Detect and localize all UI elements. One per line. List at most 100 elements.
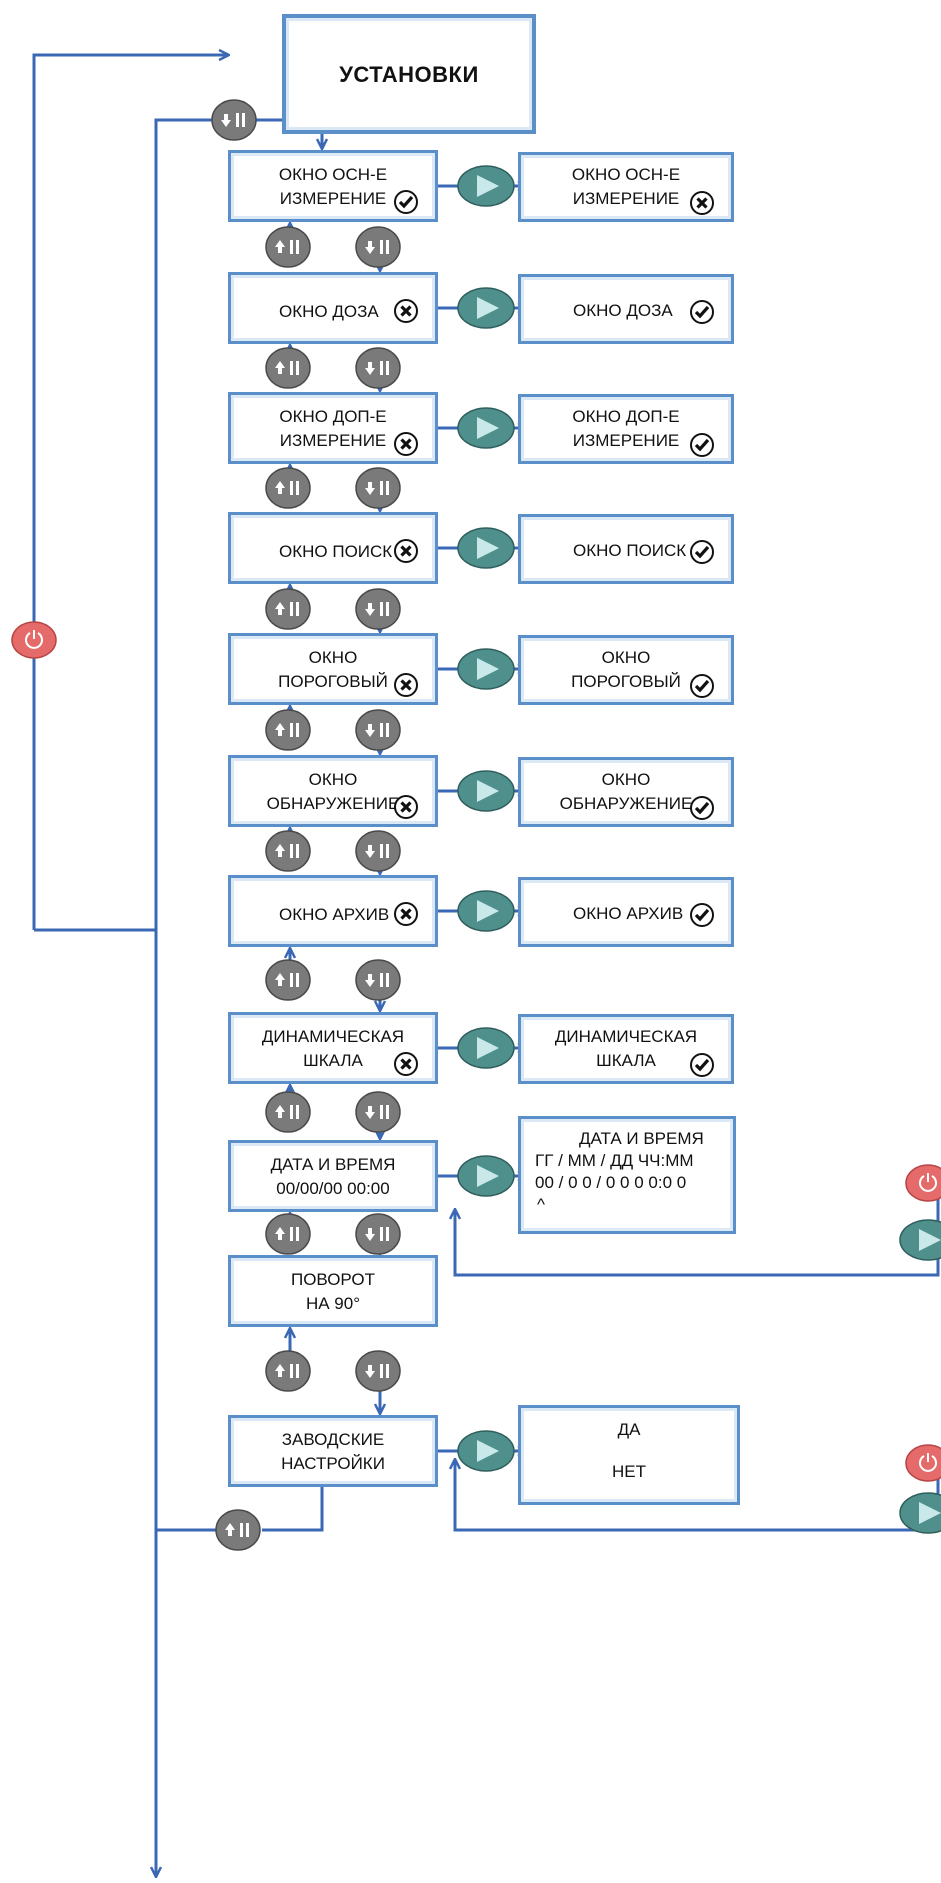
next-button-arhiv[interactable] (457, 890, 515, 932)
right-box-dop-izmerenie-line-1: ОКНО ДОП-Е (572, 407, 680, 426)
down-button-data-vremya[interactable] (355, 1213, 401, 1255)
checkmark-icon (394, 190, 418, 214)
play-triangle-icon (919, 1502, 941, 1524)
next-button-dop-izmerenie[interactable] (457, 407, 515, 449)
right-box-poisk-line-1: ОКНО ПОИСК (573, 541, 687, 560)
up-button-obnaruzhenie[interactable] (265, 830, 311, 872)
up-button-poisk[interactable] (265, 588, 311, 630)
down-button-dop-izmerenie[interactable] (355, 467, 401, 509)
up-button-dinamicheskaya-shkala[interactable] (265, 1091, 311, 1133)
right-box-data-vremya-line-4: ^ (537, 1195, 545, 1214)
up-button-doza[interactable] (265, 347, 311, 389)
up-arrow-pause-icon (275, 1227, 299, 1241)
down-arrow-pause-icon (221, 113, 245, 127)
cross-icon (394, 1052, 418, 1076)
left-box-zavodskie-line-1: ЗАВОДСКИЕ (281, 1430, 385, 1449)
up-button-dop-izmerenie[interactable] (265, 467, 311, 509)
next-button-data-vremya[interactable] (457, 1155, 515, 1197)
left-box-data-vremya-line-1: ДАТА И ВРЕМЯ (270, 1155, 396, 1174)
right-box-obnaruzhenie-line-2: ОБНАРУЖЕНИЕ (559, 794, 693, 813)
right-box-arhiv-line-1: ОКНО АРХИВ (573, 904, 684, 923)
down-button-porogovyi[interactable] (355, 709, 401, 751)
cross-icon (394, 902, 418, 926)
right-box-dop-izmerenie-line-2: ИЗМЕРЕНИЕ (572, 431, 680, 450)
cross-icon (394, 795, 418, 819)
down-button-osn-izmerenie[interactable] (355, 226, 401, 268)
left-box-doza-line-1: ОКНО ДОЗА (279, 302, 379, 321)
up-arrow-pause-icon (275, 361, 299, 375)
play-triangle-icon (477, 658, 499, 680)
next-button-datetime[interactable] (899, 1219, 941, 1261)
next-button-poisk[interactable] (457, 527, 515, 569)
right-box-zavodskie-line-1: ДА (617, 1420, 641, 1439)
up-arrow-pause-icon (275, 602, 299, 616)
down-button-arhiv[interactable] (355, 959, 401, 1001)
settings-title-box: УСТАНОВКИ (282, 14, 536, 134)
right-box-zavodskie: ДА НЕТ (518, 1405, 740, 1505)
right-box-doza-line-1: ОКНО ДОЗА (573, 301, 673, 320)
next-button-osn-izmerenie[interactable] (457, 165, 515, 207)
left-box-porogovyi-line-1: ОКНО (308, 648, 358, 667)
factory-up-link (262, 1487, 324, 1532)
power-button-factory[interactable] (905, 1444, 941, 1482)
left-box-data-vremya: ДАТА И ВРЕМЯ 00/00/00 00:00 (228, 1140, 438, 1212)
power-button-datetime[interactable] (905, 1164, 941, 1202)
left-box-data-vremya-line-2: 00/00/00 00:00 (276, 1179, 390, 1198)
down-arrow-pause-icon (365, 1105, 389, 1119)
next-button-porogovyi[interactable] (457, 648, 515, 690)
up-arrow-pause-icon (275, 481, 299, 495)
up-button-povorot[interactable] (265, 1350, 311, 1392)
left-box-povorot-line-1: ПОВОРОТ (290, 1270, 375, 1289)
up-button-arhiv[interactable] (265, 959, 311, 1001)
power-icon (919, 1453, 937, 1472)
up-arrow-pause-icon (275, 1364, 299, 1378)
next-button-zavodskie[interactable] (457, 1430, 515, 1472)
down-button-doza[interactable] (355, 347, 401, 389)
right-box-doza: ОКНО ДОЗА (518, 274, 734, 344)
play-triangle-icon (477, 1165, 499, 1187)
next-button-dinamicheskaya-shkala[interactable] (457, 1027, 515, 1069)
down-button-povorot[interactable] (355, 1350, 401, 1392)
checkmark-icon (690, 1053, 714, 1077)
right-box-porogovyi-line-1: ОКНО (601, 648, 651, 667)
next-button-obnaruzhenie[interactable] (457, 770, 515, 812)
left-box-osn-izmerenie-line-2: ИЗМЕРЕНИЕ (279, 189, 387, 208)
checkmark-icon (690, 300, 714, 324)
down-button-dinamicheskaya-shkala[interactable] (355, 1091, 401, 1133)
down-button-poisk[interactable] (355, 588, 401, 630)
down-arrow-pause-icon (365, 1227, 389, 1241)
play-triangle-icon (477, 297, 499, 319)
next-button-doza[interactable] (457, 287, 515, 329)
right-box-zavodskie-line-2: НЕТ (612, 1462, 646, 1481)
up-button-osn-izmerenie[interactable] (265, 226, 311, 268)
power-icon (919, 1173, 937, 1192)
down-arrow-pause-icon (365, 723, 389, 737)
next-button-factory[interactable] (899, 1492, 941, 1534)
checkmark-icon (690, 796, 714, 820)
bottom-up-button[interactable] (215, 1509, 261, 1551)
up-arrow-pause-icon (275, 844, 299, 858)
down-button-obnaruzhenie[interactable] (355, 830, 401, 872)
cross-icon (394, 539, 418, 563)
left-box-dop-izmerenie-line-1: ОКНО ДОП-Е (279, 407, 387, 426)
play-triangle-icon (477, 175, 499, 197)
power-button-left[interactable] (11, 621, 57, 659)
left-box-osn-izmerenie-line-1: ОКНО ОСН-Е (278, 165, 388, 184)
left-box-doza: ОКНО ДОЗА (228, 272, 438, 344)
up-arrow-pause-icon (275, 723, 299, 737)
up-button-data-vremya[interactable] (265, 1213, 311, 1255)
up-button-porogovyi[interactable] (265, 709, 311, 751)
cross-icon (394, 432, 418, 456)
down-arrow-pause-icon (365, 973, 389, 987)
top-down-button[interactable] (211, 99, 257, 141)
right-box-data-vremya-line-2: ГГ / ММ / ДД ЧЧ:ММ (535, 1151, 694, 1170)
